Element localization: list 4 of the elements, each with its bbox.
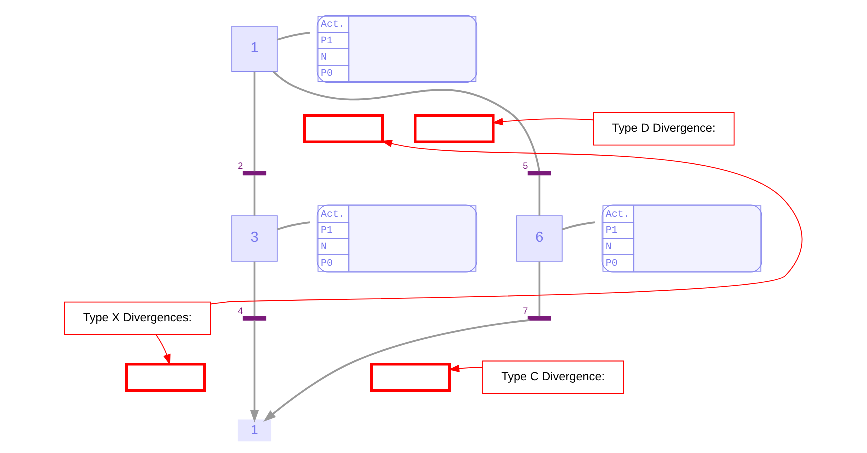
node-label: 4 xyxy=(238,306,244,316)
node-label: 2 xyxy=(238,160,244,171)
node-label: 5 xyxy=(523,160,528,171)
node-label: 7 xyxy=(523,306,528,316)
